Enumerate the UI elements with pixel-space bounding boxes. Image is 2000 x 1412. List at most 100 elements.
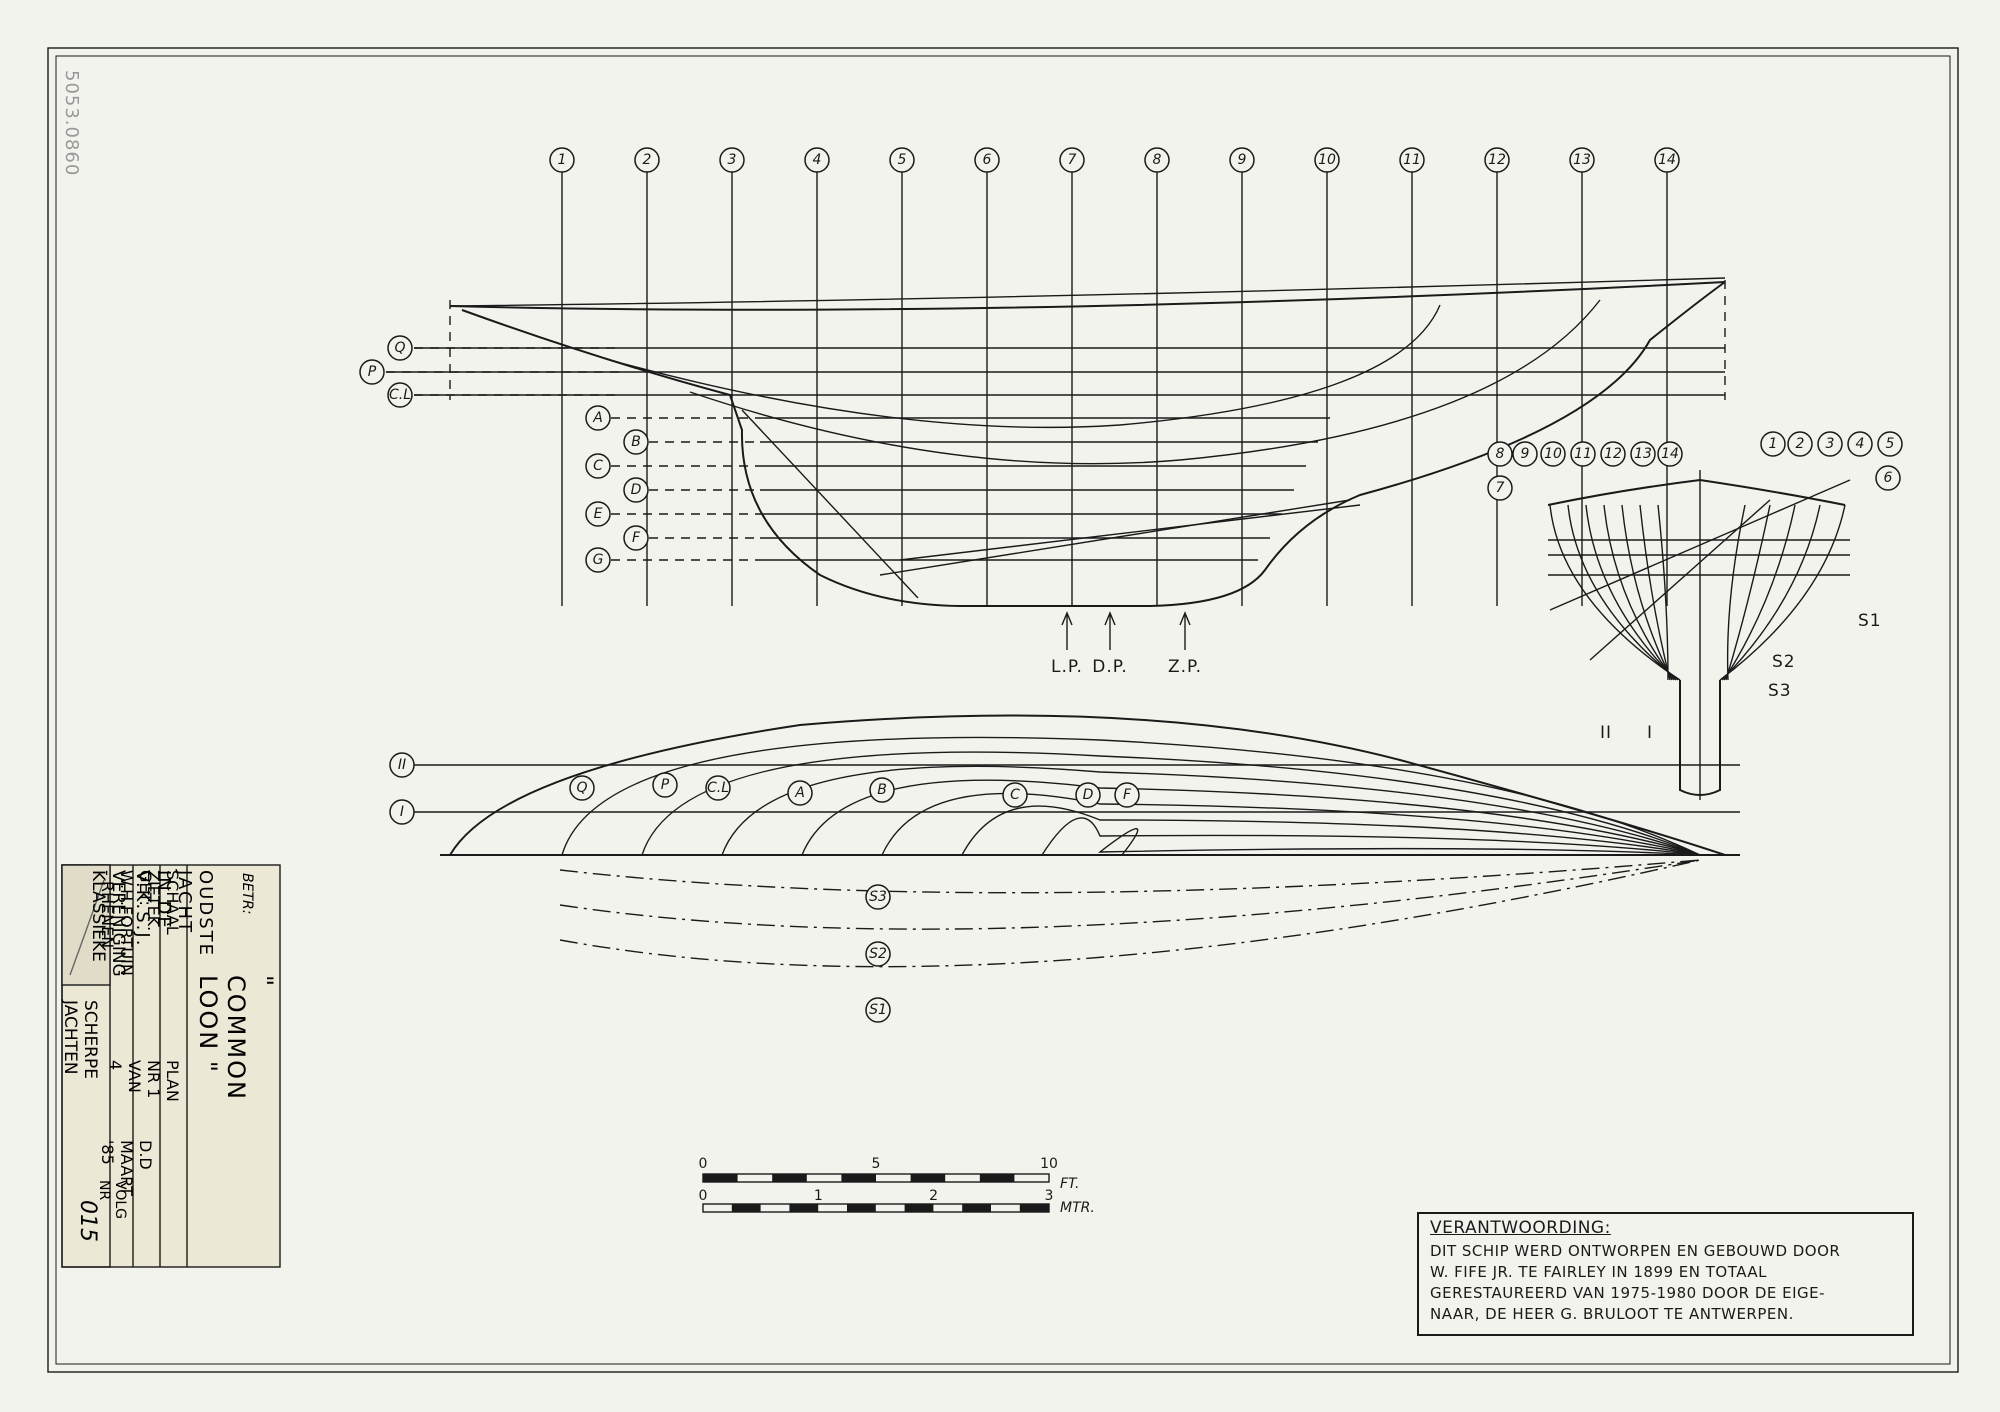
scale-m-seg-11 bbox=[1019, 1204, 1049, 1212]
section-curve-aft-5 bbox=[1639, 504, 1671, 681]
section-line-label-S2: S2 bbox=[1772, 652, 1796, 672]
marker-label-1: D.P. bbox=[1092, 657, 1128, 677]
scale-ft-seg-2 bbox=[772, 1174, 807, 1182]
station-label-9-circle bbox=[1229, 147, 1255, 173]
scale-ft-unit: FT. bbox=[1060, 1176, 1079, 1192]
section-curve-fwd-2 bbox=[1723, 504, 1796, 681]
diagonal-S3 bbox=[559, 859, 1701, 894]
logo-mark bbox=[69, 879, 105, 976]
section-curve-aft-0 bbox=[1549, 504, 1681, 681]
tb-volg-nr: 015 bbox=[75, 1200, 100, 1242]
note-line-1: DIT SCHIP WERD ONTWORPEN EN GEBOUWD DOOR bbox=[1430, 1242, 1841, 1260]
section-label-fwd-4: 4 bbox=[1856, 436, 1865, 452]
buttock-label-G: G bbox=[593, 552, 604, 568]
section-label-aft-8: 8 bbox=[1496, 446, 1505, 462]
plan-wl-label-C: C bbox=[1010, 787, 1020, 803]
section-curve-aft-1 bbox=[1567, 504, 1679, 681]
plan-wl-label-Q: Q bbox=[576, 780, 587, 796]
buttock-label-D-circle bbox=[623, 477, 649, 503]
waterline-label-Q-circle bbox=[387, 335, 413, 361]
station-label-5: 5 bbox=[898, 152, 907, 168]
section-label-aft-14: 14 bbox=[1661, 446, 1679, 462]
buttock-label-C-circle bbox=[585, 453, 611, 479]
station-label-4: 4 bbox=[813, 152, 822, 168]
plan-wl-label-P: P bbox=[661, 777, 670, 793]
section-label-aft-13: 13 bbox=[1634, 446, 1652, 462]
station-label-3: 3 bbox=[728, 152, 737, 168]
body-plan-section bbox=[1547, 470, 1851, 800]
station-label-1: 1 bbox=[558, 152, 567, 168]
station-label-12: 12 bbox=[1488, 152, 1506, 168]
scale-ft-tick-0: 0 bbox=[699, 1156, 708, 1172]
scale-m-tick-3: 3 bbox=[1044, 1188, 1053, 1204]
plan-wl-label-C.L: C.L bbox=[707, 780, 729, 796]
marker-label-0: L.P. bbox=[1051, 657, 1083, 677]
note-heading: VERANTWOORDING: bbox=[1430, 1218, 1611, 1238]
section-curve-fwd-1 bbox=[1721, 504, 1821, 681]
plan-wl-label-A: A bbox=[794, 785, 805, 801]
section-label-fwd-2: 2 bbox=[1796, 436, 1805, 452]
scale-ft-tick-2: 10 bbox=[1040, 1156, 1058, 1172]
station-label-7-circle bbox=[1059, 147, 1085, 173]
section-label-fwd-2-circle bbox=[1787, 431, 1813, 457]
plan-wl-label-A-circle bbox=[787, 780, 813, 806]
station-label-6-circle bbox=[974, 147, 1000, 173]
station-label-2: 2 bbox=[643, 152, 652, 168]
station-label-8: 8 bbox=[1153, 152, 1162, 168]
plan-wl-label-C-circle bbox=[1002, 782, 1028, 808]
marker-arrowhead-2 bbox=[1179, 611, 1191, 626]
diagonal-S2 bbox=[559, 859, 1701, 930]
marker-arrowhead-1 bbox=[1104, 611, 1116, 626]
section-label-aft-10: 10 bbox=[1544, 446, 1562, 462]
buttock-label-B: B bbox=[631, 434, 641, 450]
section-diag-S2 bbox=[1589, 499, 1771, 661]
plan-wl-label-B-circle bbox=[869, 777, 895, 803]
plan-diag-label-S3-circle bbox=[865, 884, 891, 910]
scale-m-bar bbox=[702, 1203, 1050, 1213]
station-label-13-circle bbox=[1569, 147, 1595, 173]
section-diag-S1 bbox=[1549, 479, 1851, 611]
buttock-label-B-circle bbox=[623, 429, 649, 455]
station-label-14: 14 bbox=[1658, 152, 1676, 168]
scale-m-seg-9 bbox=[962, 1204, 991, 1212]
section-label-aft-7: 7 bbox=[1496, 480, 1505, 496]
waterline-label-C.L: C.L bbox=[389, 387, 411, 403]
title-block bbox=[61, 864, 281, 1268]
plan-side-label-II-circle bbox=[389, 752, 415, 778]
section-label-aft-12-circle bbox=[1600, 441, 1626, 467]
station-label-10: 10 bbox=[1318, 152, 1336, 168]
section-curves bbox=[1548, 479, 1851, 681]
station-label-10-circle bbox=[1314, 147, 1340, 173]
buttock-label-E-circle bbox=[585, 501, 611, 527]
section-deck bbox=[1547, 478, 1846, 506]
sheet-inner-border bbox=[55, 55, 1951, 1365]
note-line-3: GERESTAUREERD VAN 1975-1980 DOOR DE EIGE… bbox=[1430, 1284, 1826, 1302]
scale-ft-seg-4 bbox=[841, 1174, 876, 1182]
section-curve-aft-6 bbox=[1657, 504, 1669, 681]
plan-wl-label-P-circle bbox=[652, 772, 678, 798]
section-label-aft-11: 11 bbox=[1574, 446, 1592, 462]
plan-side-label-I: I bbox=[400, 804, 404, 820]
sheer-line bbox=[449, 281, 1726, 311]
tb-volg-label: VOLG NR bbox=[96, 1180, 128, 1219]
section-label-aft-7-circle bbox=[1487, 475, 1513, 501]
diagonal-line-1 bbox=[899, 504, 1361, 561]
profile-view bbox=[449, 277, 1726, 607]
buttock-label-F-circle bbox=[623, 525, 649, 551]
scale-m-tick-1: 1 bbox=[814, 1188, 823, 1204]
section-label-aft-12: 12 bbox=[1604, 446, 1622, 462]
plan-diag-label-S2: S2 bbox=[869, 946, 887, 962]
plan-wl-label-D-circle bbox=[1075, 782, 1101, 808]
section-curve-fwd-0 bbox=[1719, 504, 1846, 681]
station-label-11: 11 bbox=[1403, 152, 1421, 168]
section-label-fwd-3-circle bbox=[1817, 431, 1843, 457]
buttock-label-A: A bbox=[592, 410, 603, 426]
section-label-aft-10-circle bbox=[1540, 441, 1566, 467]
scale-m-tick-2: 2 bbox=[929, 1188, 938, 1204]
